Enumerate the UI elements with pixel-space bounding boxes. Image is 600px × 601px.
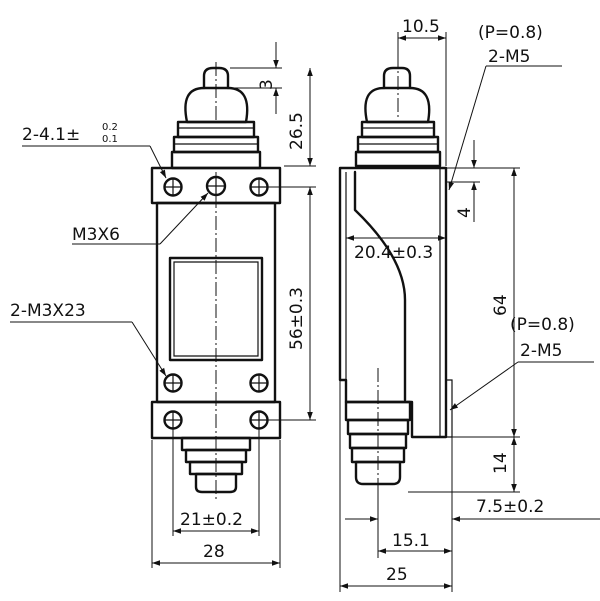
label-pitch-bottom: (P=0.8): [510, 315, 575, 335]
label-mount-hole: 2-4.1±: [22, 125, 80, 145]
front-top-holes: [163, 177, 269, 197]
label-front-width: 28: [203, 542, 225, 562]
label-top-width: 10.5: [402, 17, 440, 37]
side-plunger: [382, 66, 412, 90]
dimension-lines: [10, 32, 600, 592]
side-cable-gland: [344, 400, 412, 486]
front-cable-gland: [180, 436, 252, 494]
label-thread-bottom: 2-M5: [520, 341, 562, 361]
label-side-total: 25: [386, 565, 408, 585]
front-bottom-flange: [150, 400, 282, 440]
label-body-height: 64: [491, 294, 511, 316]
front-neck: [170, 120, 262, 170]
front-top-flange: [150, 166, 282, 205]
dimension-labels: 10.5 (P=0.8) 2-M5 3 26.5 2-4.1± 0.2 0.1 …: [10, 17, 575, 585]
front-dome: [184, 86, 249, 124]
side-channel: [353, 170, 407, 402]
label-screw-large: 2-M3X23: [10, 301, 86, 321]
label-hole-pitch: 56±0.3: [287, 287, 307, 350]
side-neck: [354, 120, 442, 168]
label-side-offset: 4: [455, 207, 475, 218]
label-plunger-stroke: 3: [257, 79, 277, 90]
side-view: [338, 54, 453, 560]
side-body: [338, 166, 448, 439]
label-pitch-top: (P=0.8): [478, 23, 543, 43]
label-front-hole-spacing: 21±0.2: [180, 510, 243, 530]
front-view: [150, 62, 282, 500]
label-side-bottom-a: 7.5±0.2: [476, 497, 544, 517]
label-screw-small: M3X6: [72, 225, 120, 245]
label-mount-hole-tol-upper: 0.2: [102, 122, 118, 133]
label-side-width: 20.4±0.3: [354, 243, 433, 263]
label-mount-hole-tol-lower: 0.1: [102, 134, 118, 145]
front-window: [168, 256, 264, 362]
label-head-height: 26.5: [287, 112, 307, 150]
front-lower-screws: [163, 373, 269, 393]
label-bottom-height: 14: [491, 452, 511, 474]
label-side-bottom-b: 15.1: [392, 531, 430, 551]
side-dome: [364, 86, 431, 124]
label-thread-top: 2-M5: [488, 47, 530, 67]
